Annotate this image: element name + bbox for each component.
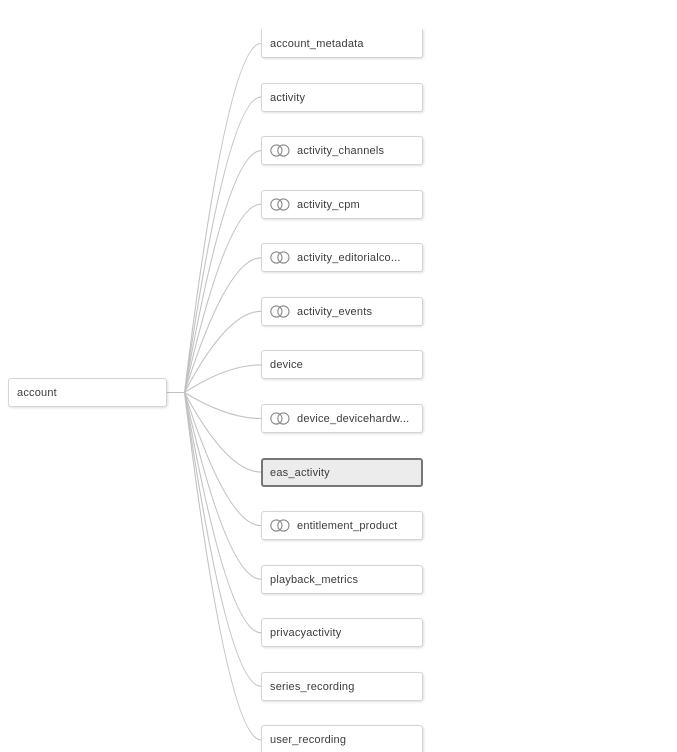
node-label: series_recording — [270, 680, 355, 693]
edge — [167, 203, 262, 394]
edge — [167, 96, 262, 394]
node-activity[interactable]: activity — [261, 83, 423, 112]
node-label: activity — [270, 91, 306, 104]
node-label: activity_events — [297, 305, 373, 318]
node-account-metadata[interactable]: account_metadata — [261, 29, 423, 58]
node-playback-metrics[interactable]: playback_metrics — [261, 565, 423, 594]
node-label: user_recording — [270, 733, 347, 746]
venn-circles-icon — [270, 519, 290, 532]
node-activity-cpm[interactable]: activity_cpm — [261, 190, 423, 219]
node-device-devicehardw[interactable]: device_devicehardw... — [261, 404, 423, 433]
edge — [167, 364, 262, 394]
node-label: device_devicehardw... — [297, 412, 410, 425]
node-device[interactable]: device — [261, 350, 423, 379]
node-label: account — [17, 386, 57, 399]
node-label: device — [270, 358, 303, 371]
node-label: activity_editorialco... — [297, 251, 401, 264]
node-account[interactable]: account — [8, 378, 167, 407]
node-activity-events[interactable]: activity_events — [261, 297, 423, 326]
node-user-recording[interactable]: user_recording — [261, 725, 423, 752]
venn-circles-icon — [270, 412, 290, 425]
edge — [167, 391, 262, 741]
venn-circles-icon — [270, 198, 290, 211]
venn-circles-icon — [270, 144, 290, 157]
edge — [167, 391, 262, 527]
venn-circles-icon — [270, 251, 290, 264]
node-activity-editorialco[interactable]: activity_editorialco... — [261, 243, 423, 272]
node-label: entitlement_product — [297, 519, 398, 532]
edge — [167, 42, 262, 394]
node-series-recording[interactable]: series_recording — [261, 672, 423, 701]
node-label: privacyactivity — [270, 626, 342, 639]
node-entitlement-product[interactable]: entitlement_product — [261, 511, 423, 540]
venn-circles-icon — [270, 305, 290, 318]
node-eas-activity[interactable]: eas_activity — [261, 458, 423, 487]
edge — [167, 391, 262, 473]
node-label: activity_channels — [297, 144, 385, 157]
node-label: playback_metrics — [270, 573, 359, 586]
edge — [167, 391, 262, 634]
edge — [167, 391, 262, 580]
node-label: eas_activity — [270, 466, 330, 479]
edge — [167, 391, 262, 687]
edge — [167, 150, 262, 394]
node-privacyactivity[interactable]: privacyactivity — [261, 618, 423, 647]
edge — [167, 310, 262, 394]
node-label: account_metadata — [270, 37, 364, 50]
edge — [167, 391, 262, 420]
edge — [167, 257, 262, 394]
node-label: activity_cpm — [297, 198, 360, 211]
node-activity-channels[interactable]: activity_channels — [261, 136, 423, 165]
